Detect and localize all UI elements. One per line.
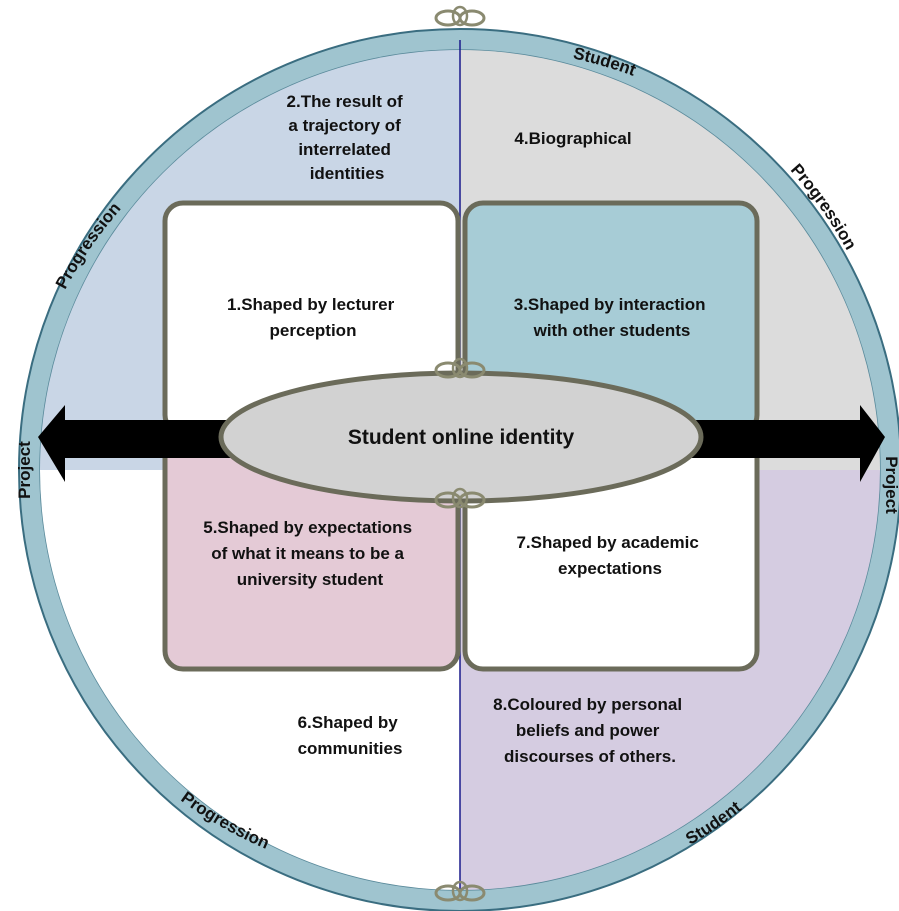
ring-label-left: Project [15,441,34,499]
item-text-8: 8.Coloured by personal beliefs and power… [493,695,687,766]
item-text-7: 7.Shaped by academic expectations [516,533,703,578]
item-text-3: 3.Shaped by interaction with other stude… [514,295,711,340]
item-text-5: 5.Shaped by expectations of what it mean… [203,518,417,589]
knot-ornament-lower [434,487,486,509]
knot-ornament-upper [434,357,486,379]
ring-label-right: Project [882,456,899,514]
center-label: Student online identity [348,426,575,449]
item-text-6: 6.Shaped by communities [298,713,403,758]
item-text-4: 4.Biographical [514,129,631,148]
knot-ornament-top [434,5,486,27]
knot-ornament-bottom [434,880,486,902]
item-text-1: 1.Shaped by lecturer perception [227,295,399,340]
item-text-2: 2.The result of a trajectory of interrel… [287,92,408,183]
